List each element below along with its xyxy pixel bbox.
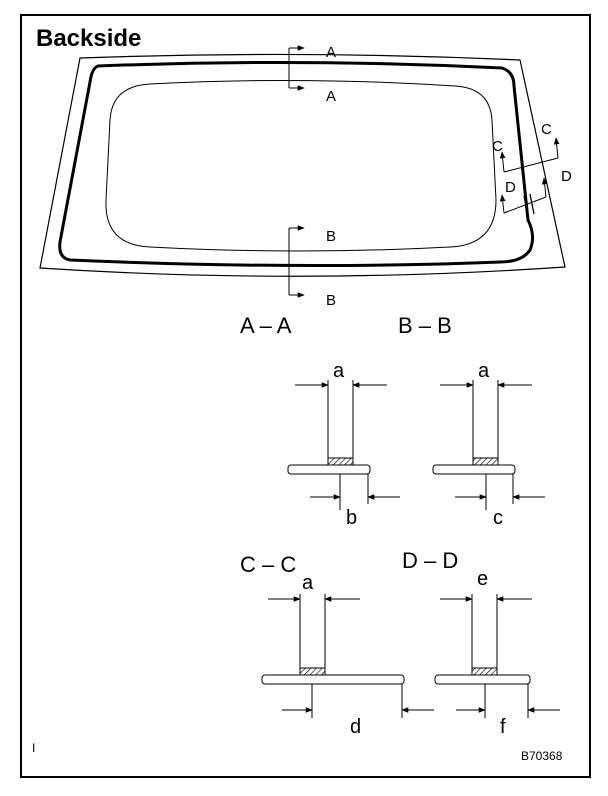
figure-frame — [20, 14, 591, 778]
cut-label-a-bottom: A — [326, 88, 336, 105]
section-aa-detail: a b — [287, 360, 400, 529]
dim-label-dd-f: f — [500, 716, 506, 738]
section-bb-detail: a c — [432, 360, 545, 529]
adhesive-dam — [471, 667, 498, 676]
section-title-cc: C – C — [240, 552, 296, 577]
cut-line-b: B B — [288, 225, 336, 309]
title: Backside — [36, 25, 141, 52]
dim-label-aa-a: a — [333, 360, 345, 382]
cut-line-a: A A — [288, 44, 336, 105]
glass-edge — [434, 674, 531, 685]
dim-label-cc-a: a — [302, 572, 314, 594]
section-cc-detail: a d — [261, 572, 434, 738]
glass-edge — [261, 674, 405, 685]
dim-label-bb-a: a — [478, 360, 490, 382]
windshield — [39, 53, 566, 277]
figure-code: B70368 — [521, 749, 563, 763]
glass-edge — [432, 464, 516, 475]
cut-label-d-left: D — [505, 179, 516, 196]
glass-edge — [287, 464, 371, 475]
cut-label-c-right: C — [541, 121, 552, 138]
adhesive-bead — [58, 60, 535, 268]
adhesive-dam — [299, 667, 326, 676]
section-title-bb: B – B — [398, 313, 452, 338]
cut-label-b-bottom: B — [326, 292, 336, 309]
corner-mark: I — [32, 741, 35, 755]
section-title-dd: D – D — [402, 548, 458, 573]
dim-label-cc-d: d — [350, 716, 361, 738]
cut-label-d-right: D — [561, 168, 572, 185]
dim-label-dd-e: e — [477, 568, 488, 590]
cut-label-c-left: C — [492, 138, 503, 155]
section-title-aa: A – A — [240, 313, 292, 338]
dim-label-aa-b: b — [346, 507, 357, 529]
cut-line-d: D D — [499, 168, 572, 217]
adhesive-dam — [472, 457, 499, 466]
dim-label-bb-c: c — [493, 507, 503, 529]
glass-outer-edge — [39, 53, 566, 277]
cut-label-b-top: B — [326, 228, 336, 245]
ceramic-print-edge — [105, 79, 497, 252]
adhesive-dam — [327, 457, 354, 466]
cut-label-a-top: A — [326, 44, 336, 61]
section-dd-detail: e f — [434, 568, 560, 738]
cut-line-c: C C — [492, 121, 560, 173]
